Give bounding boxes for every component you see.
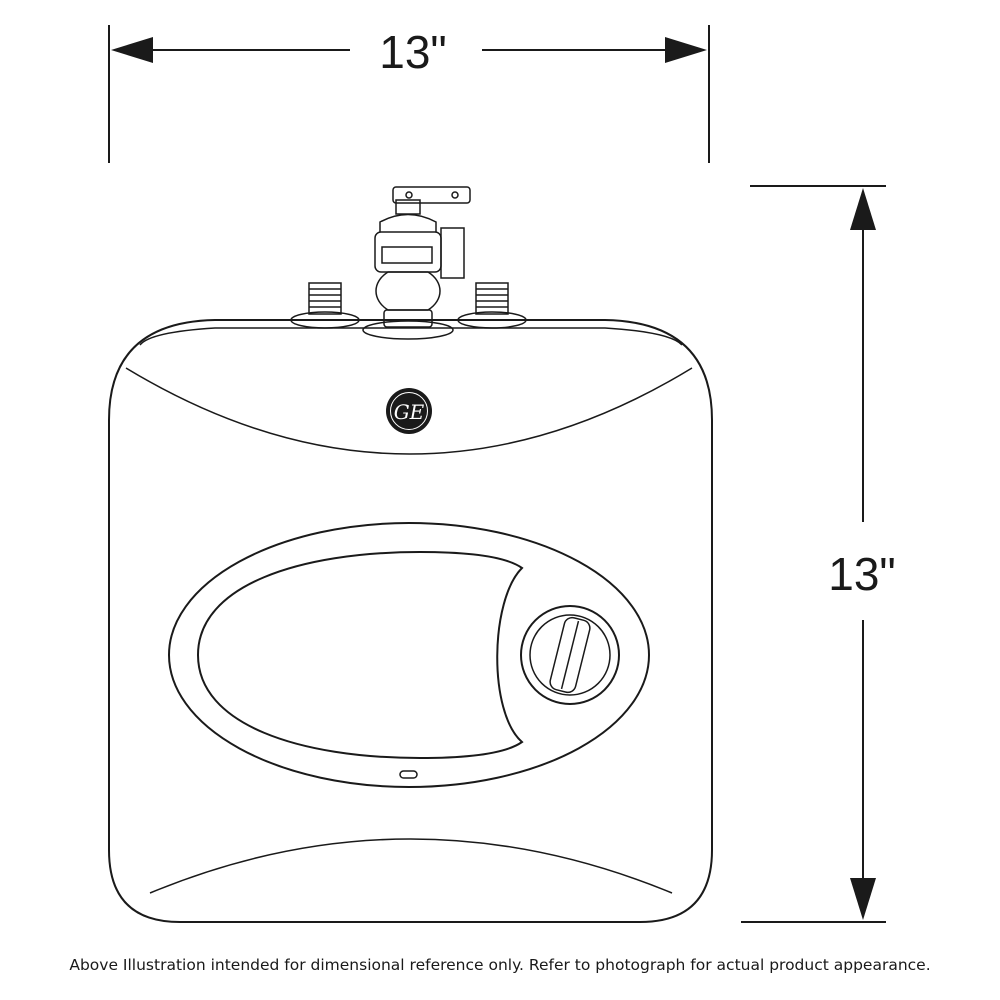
left-fitting-pipe xyxy=(308,282,342,315)
valve-base-flange xyxy=(362,320,454,340)
left-fitting-flange xyxy=(290,311,360,329)
disclaimer-caption: Above Illustration intended for dimensio… xyxy=(69,956,931,974)
ge-logo-text: GE xyxy=(394,400,425,424)
width-dimension: 13" xyxy=(108,25,710,163)
valve-lever-pin xyxy=(451,191,459,199)
right-water-fitting xyxy=(457,282,527,329)
right-fitting-flange xyxy=(457,311,527,329)
arrow-left-icon xyxy=(111,37,153,63)
arrow-right-icon xyxy=(665,37,707,63)
indicator-light xyxy=(399,770,418,779)
width-dimension-label: 13" xyxy=(379,26,447,78)
height-dimension: 13" xyxy=(741,185,896,923)
valve-neck xyxy=(379,213,437,232)
ge-logo-badge xyxy=(386,388,432,434)
knob-outer-ring xyxy=(520,605,620,705)
display-window xyxy=(196,550,524,760)
left-water-fitting xyxy=(290,282,360,329)
top-cap-inner-edge xyxy=(139,327,683,346)
knob-grip-ridge xyxy=(560,620,580,690)
heater-body-outline xyxy=(108,319,713,923)
arrow-up-icon xyxy=(850,188,876,230)
relief-valve xyxy=(362,186,471,340)
ge-logo-ring xyxy=(390,392,428,430)
valve-body-bulb xyxy=(375,271,441,311)
knob-grip xyxy=(549,616,591,694)
bottom-cap-curve xyxy=(149,838,673,894)
temperature-knob[interactable] xyxy=(520,605,620,705)
right-fitting-pipe xyxy=(475,282,509,315)
knob-face xyxy=(529,614,611,696)
height-dimension-label: 13" xyxy=(828,548,896,600)
valve-side-port xyxy=(440,227,465,279)
valve-lever[interactable] xyxy=(392,186,471,204)
valve-lever-pin xyxy=(405,191,413,199)
valve-stem xyxy=(395,199,421,215)
top-cap-curve xyxy=(125,367,693,455)
valve-housing-window xyxy=(381,246,433,264)
control-panel-outer xyxy=(168,522,650,788)
valve-base-nut xyxy=(383,309,433,328)
ge-logo: GE xyxy=(386,388,432,434)
arrow-down-icon xyxy=(850,878,876,920)
water-heater: GE xyxy=(108,186,713,923)
valve-housing xyxy=(374,231,442,273)
